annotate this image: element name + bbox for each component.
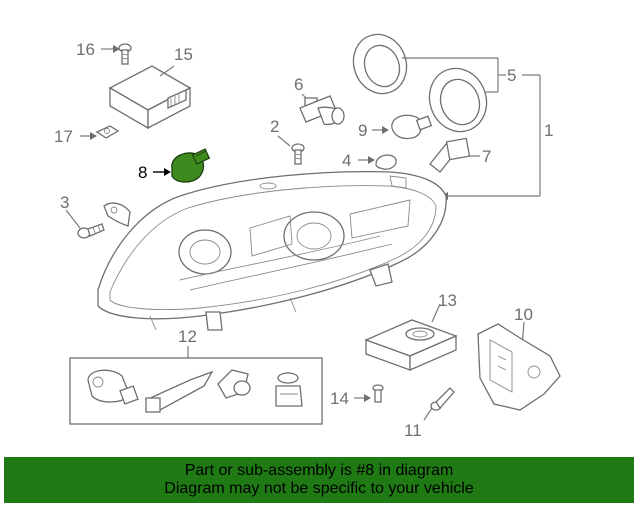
- part-7-bulb[interactable]: [429, 137, 480, 173]
- banner-line-2: Diagram may not be specific to your vehi…: [164, 480, 474, 497]
- part-11-screw[interactable]: [423, 387, 455, 421]
- callout-9[interactable]: 9: [358, 121, 367, 140]
- callout-12[interactable]: 12: [178, 327, 197, 346]
- callout-14[interactable]: 14: [330, 389, 349, 408]
- callout-16[interactable]: 16: [76, 40, 95, 59]
- part-17-clip[interactable]: [80, 125, 120, 140]
- callout-10[interactable]: 10: [514, 305, 533, 324]
- part-14-screw[interactable]: [354, 384, 384, 403]
- part-9-bulb[interactable]: [372, 114, 433, 140]
- part-10-bracket[interactable]: [477, 321, 561, 411]
- callout-11[interactable]: 11: [404, 421, 422, 440]
- callout-13[interactable]: 13: [438, 291, 457, 310]
- part-1-headlamp-assembly[interactable]: [97, 170, 447, 331]
- callout-15[interactable]: 15: [174, 45, 193, 64]
- part-4-cap[interactable]: [358, 154, 397, 170]
- callout-7[interactable]: 7: [482, 147, 491, 166]
- callout-4[interactable]: 4: [342, 151, 351, 170]
- part-16-screw[interactable]: [101, 43, 132, 65]
- part-15-control-module[interactable]: [108, 65, 192, 130]
- callout-6[interactable]: 6: [294, 75, 303, 94]
- part-5-cover-caps[interactable]: [345, 27, 506, 140]
- callout-8[interactable]: 8: [138, 163, 147, 182]
- callout-5[interactable]: 5: [507, 66, 516, 85]
- part-12-connector-kit[interactable]: [69, 346, 323, 425]
- callout-1[interactable]: 1: [544, 121, 553, 140]
- callout-3[interactable]: 3: [60, 193, 69, 212]
- part-13-control-unit[interactable]: [364, 303, 458, 371]
- part-3-screw[interactable]: [65, 209, 105, 239]
- info-banner: Part or sub-assembly is #8 in diagram Di…: [4, 457, 634, 503]
- callout-2[interactable]: 2: [270, 117, 279, 136]
- part-2-screw[interactable]: [277, 135, 305, 165]
- part-8-bulb[interactable]: [153, 148, 211, 183]
- parts-diagram: 16 15 17 8 3: [54, 27, 561, 440]
- callout-17[interactable]: 17: [54, 127, 73, 146]
- banner-line-1: Part or sub-assembly is #8 in diagram: [184, 462, 454, 479]
- part-6-bulb[interactable]: [299, 93, 345, 126]
